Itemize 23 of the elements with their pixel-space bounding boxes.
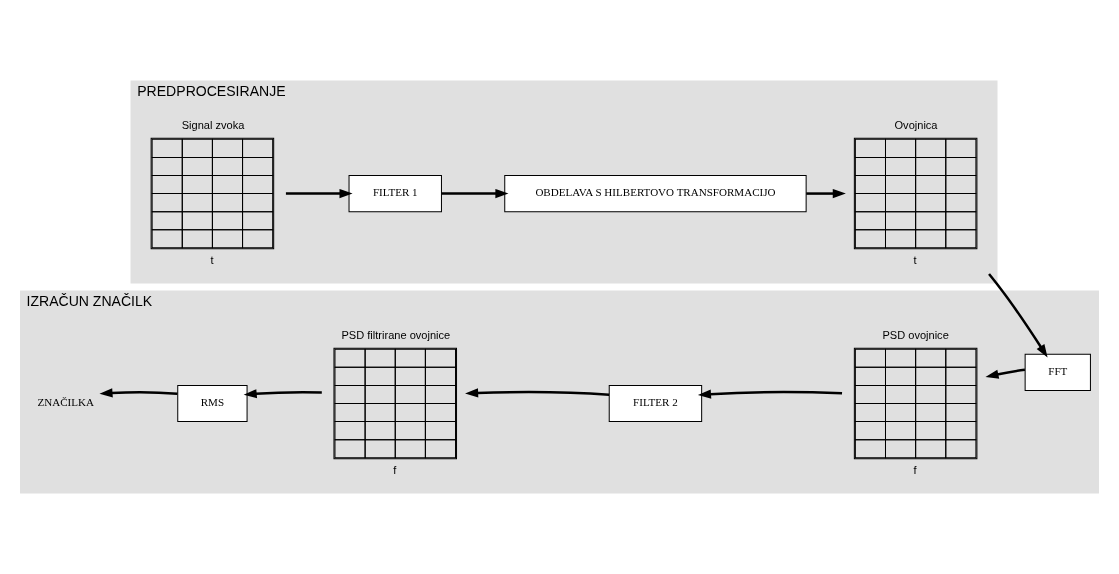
node-label: Ovojnica <box>894 119 938 132</box>
node-label: PSD filtrirane ovojnice <box>341 329 451 342</box>
node-label: t <box>913 253 917 266</box>
node-box: FILTER 2 <box>608 384 703 423</box>
arrow <box>99 388 178 398</box>
arrow <box>441 189 509 199</box>
arrow <box>465 388 610 398</box>
arrow <box>988 273 1048 358</box>
node-label: t <box>210 253 214 266</box>
arrow <box>985 368 1026 379</box>
arrow <box>243 389 322 399</box>
node-label: f <box>393 463 397 476</box>
arrow <box>806 189 846 199</box>
node-text: ZNAČILKA <box>37 396 94 409</box>
node-label: PSD ovojnice <box>882 329 949 342</box>
node-label: Signal zvoka <box>181 119 245 132</box>
node-box: RMS <box>177 384 248 423</box>
node-label: f <box>913 463 917 476</box>
node-box: FFT <box>1024 353 1091 391</box>
node-box: OBDELAVA S HILBERTOVO TRANSFORMACIJO <box>504 175 807 213</box>
arrow <box>697 389 843 399</box>
node-box: FILTER 1 <box>348 175 442 213</box>
arrow <box>285 189 353 199</box>
